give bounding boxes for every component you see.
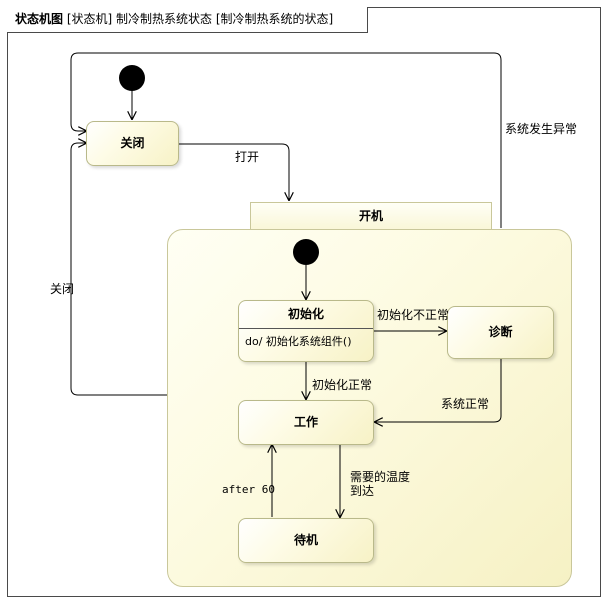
state-diagnose[interactable]: 诊断	[447, 306, 554, 359]
transition-system-error	[70, 52, 502, 228]
label-init-error: 初始化不正常	[377, 308, 450, 322]
transition-turn-off	[70, 143, 167, 396]
transition-turn-on	[179, 143, 289, 200]
state-standby[interactable]: 待机	[238, 518, 374, 563]
initial-node-composite	[293, 239, 319, 265]
state-working-name: 工作	[293, 415, 318, 429]
frame-title: [状态机] 制冷制热系统状态 [制冷制热系统的状态]	[66, 12, 334, 26]
label-turn-off: 关闭	[50, 282, 75, 296]
label-turn-on: 打开	[235, 150, 260, 164]
state-working[interactable]: 工作	[238, 400, 374, 445]
label-system-error: 系统发生异常	[505, 122, 578, 136]
frame-title-tab: 状态机图 [状态机] 制冷制热系统状态 [制冷制热系统的状态]	[7, 7, 369, 33]
transition-system-ok	[375, 359, 502, 422]
label-after-60: after 60	[222, 483, 275, 496]
state-on-tab[interactable]: 开机	[250, 202, 492, 231]
state-init-name: 初始化	[239, 301, 373, 329]
state-init-activity: do/ 初始化系统组件()	[245, 335, 352, 348]
state-closed-name: 关闭	[120, 136, 145, 150]
initial-node-top	[119, 65, 145, 91]
frame-kind: 状态机图	[15, 12, 64, 26]
label-temp-reached: 需要的温度 到达	[350, 470, 411, 498]
state-closed[interactable]: 关闭	[86, 121, 179, 166]
label-system-ok: 系统正常	[441, 397, 490, 411]
label-init-ok: 初始化正常	[312, 378, 373, 392]
state-standby-name: 待机	[293, 533, 318, 547]
state-init[interactable]: 初始化 do/ 初始化系统组件()	[238, 300, 374, 362]
state-diagnose-name: 诊断	[488, 325, 513, 339]
